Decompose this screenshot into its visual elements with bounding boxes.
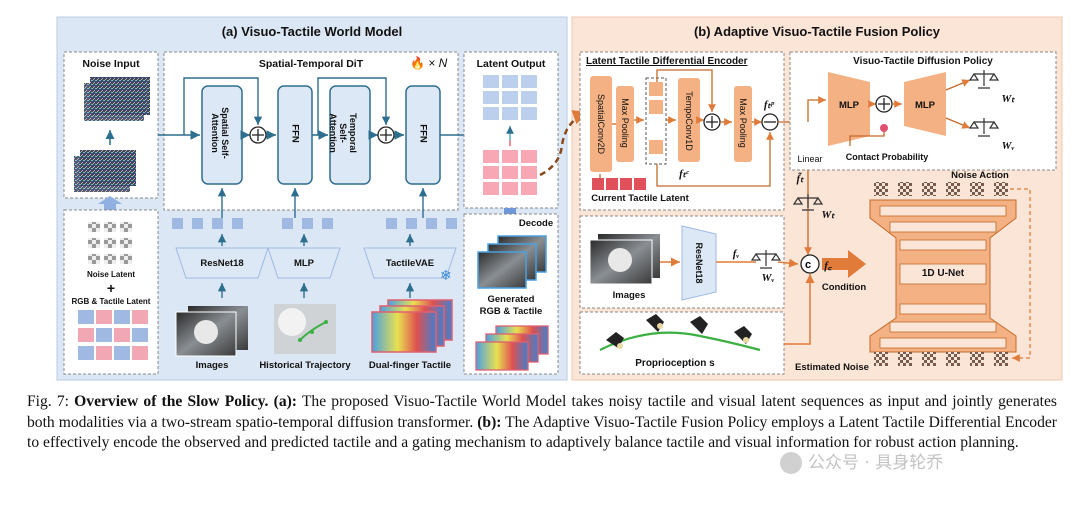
estimated-noise-label: Estimated Noise xyxy=(795,362,869,373)
latent-output-label: Latent Output xyxy=(476,58,546,70)
unet-block xyxy=(869,199,1017,353)
w-t-label-gate: Wₜ xyxy=(821,209,835,221)
mlp-block-2 xyxy=(904,72,946,136)
caption-fig: Fig. 7: xyxy=(27,393,75,410)
contact-probability-icon xyxy=(880,124,888,132)
temporal-attention-label: Temporal Self-Attention xyxy=(328,113,358,153)
generated-tactile xyxy=(475,341,529,371)
ltde-title: Latent Tactile Differential Encoder xyxy=(586,56,748,67)
scale-icon xyxy=(968,70,1000,137)
rgb-tactile-latent-label: RGB & Tactile Latent xyxy=(71,297,151,306)
tempoconv-label: TempoConv1D xyxy=(684,91,694,151)
caption-b-tag: (b): xyxy=(477,413,502,431)
caption-b-text: The Adaptive Visuo-Tactile Fusion Policy… xyxy=(27,413,1057,452)
tactilevae-encoder xyxy=(363,247,457,279)
tempoconv-block xyxy=(678,78,700,162)
dit-title: Spatial-Temporal DiT xyxy=(258,58,364,70)
unet-label: 1D U-Net xyxy=(921,268,965,279)
w-v-label-gate: Wᵥ xyxy=(761,272,775,284)
maxpool-label-1: Max Pooling xyxy=(620,98,630,148)
current-tactile-latent-tokens xyxy=(592,178,646,190)
resnet18-policy-encoder xyxy=(681,225,717,301)
noise-action-tokens xyxy=(874,182,1008,196)
snowflake-icon: ❄ xyxy=(440,267,452,283)
policy-images-label: Images xyxy=(612,290,646,301)
svg-text:c: c xyxy=(805,259,811,271)
f-cat-label: f꜀ xyxy=(824,260,832,272)
caption-a-text: The proposed Visuo-Tactile World Model t… xyxy=(27,393,1057,431)
generated-label-1: Generated xyxy=(487,294,535,305)
ffn-label-2: FFN xyxy=(417,124,429,143)
fire-icon: 🔥 xyxy=(410,56,425,70)
maxpool-block-2 xyxy=(734,86,752,162)
condition-arrow xyxy=(822,250,866,278)
latent-output-visual xyxy=(483,75,537,120)
noise-latent-label: Noise Latent xyxy=(86,270,135,279)
concat-icon xyxy=(800,254,820,274)
condition-tokens xyxy=(172,218,457,229)
watermark: 公众号 · 具身轮乔 xyxy=(780,448,943,474)
generated-rgb xyxy=(477,251,527,289)
images-label: Images xyxy=(195,360,229,371)
w-t-label: Wₜ xyxy=(1001,93,1015,105)
spatialconv-label: SpatialConv2D xyxy=(596,93,606,155)
maxpool-label-2: Max Pooling xyxy=(738,98,748,148)
figure-caption: Fig. 7: Overview of the Slow Policy. (a)… xyxy=(27,392,1057,454)
f-tilde-label: f̃ₜ xyxy=(796,173,804,185)
estimated-noise-tokens xyxy=(874,352,1008,366)
contact-probability-label: Contact Probability xyxy=(845,152,929,162)
noise-action-label: Noise Action xyxy=(951,170,1009,181)
linear-label: Linear xyxy=(797,154,823,164)
token-stack xyxy=(645,77,667,165)
panel-b-title: (b) Adaptive Visuo-Tactile Fusion Policy xyxy=(693,24,941,39)
w-v-label: Wᵥ xyxy=(1001,140,1015,152)
historical-trajectory-label: Historical Trajectory xyxy=(259,360,351,371)
dual-finger-tactile-label: Dual-finger Tactile xyxy=(368,360,452,371)
proprioception-label: Proprioception s xyxy=(635,358,715,369)
f-c-label: fₜᶜ xyxy=(679,168,689,180)
resnet18-label: ResNet18 xyxy=(200,258,244,269)
current-tactile-latent-label: Current Tactile Latent xyxy=(591,193,689,204)
caption-heading: Overview of the Slow Policy. xyxy=(74,393,269,410)
caption-a-tag: (a): xyxy=(268,393,298,410)
plus-label: + xyxy=(106,280,116,296)
mlp-label: MLP xyxy=(293,258,315,269)
scale-icon xyxy=(792,194,824,211)
panel-a-title: (a) Visuo-Tactile World Model xyxy=(221,24,403,39)
tactilevae-label: TactileVAE xyxy=(385,258,435,269)
noise-input-label: Noise Input xyxy=(82,58,140,70)
resnet18-encoder xyxy=(175,247,269,279)
decode-label: Decode xyxy=(518,218,554,229)
resnet18-policy-label: ResNet18 xyxy=(694,242,704,284)
dit-repeat: 🔥 × N xyxy=(410,56,448,70)
diffusion-title: Visuo-Tactile Diffusion Policy xyxy=(853,56,993,67)
generated-label-2: RGB & Tactile xyxy=(479,306,543,317)
f-v-label: fᵥ xyxy=(732,248,740,260)
mlp-encoder xyxy=(267,247,341,279)
rgb-tactile-latent-grid xyxy=(78,310,148,360)
noise-latent-grid xyxy=(88,222,132,264)
wechat-icon xyxy=(780,452,802,474)
mlp-label-2: MLP xyxy=(914,100,936,111)
spatialconv-block xyxy=(590,76,612,172)
scale-icon xyxy=(750,250,782,269)
maxpool-block-1 xyxy=(616,86,634,162)
condition-label: Condition xyxy=(821,282,867,293)
f-p-label: fₜᵖ xyxy=(763,99,775,111)
mlp-label-1: MLP xyxy=(838,100,860,111)
ffn-label-1: FFN xyxy=(289,124,301,143)
latent-output-tactile xyxy=(483,150,537,195)
mlp-block-1 xyxy=(828,72,870,146)
spatial-attention-label: Spatial Self-Attention xyxy=(210,107,230,159)
figure-diagram: ❄ xyxy=(56,16,1063,381)
